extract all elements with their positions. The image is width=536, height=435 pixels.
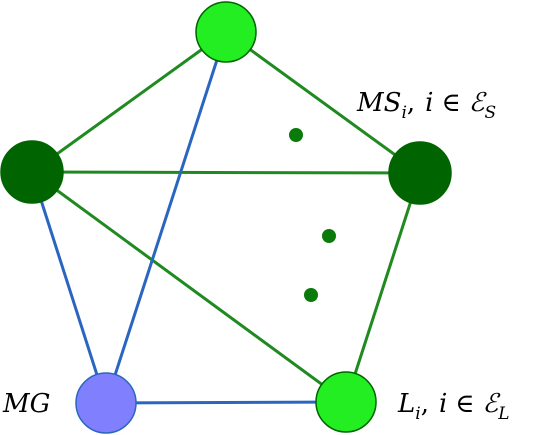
green-edges bbox=[31, 30, 422, 404]
edge-mg-left bbox=[30, 171, 108, 404]
edge-right-bottomright bbox=[344, 172, 422, 403]
dot bbox=[289, 128, 303, 142]
edge-mg-top bbox=[104, 31, 228, 404]
node-left bbox=[0, 140, 64, 204]
node-mg bbox=[75, 372, 137, 434]
label-ms-rel: ∈ bbox=[441, 88, 460, 118]
label-l-rel: ∈ bbox=[455, 389, 474, 419]
node-right bbox=[388, 141, 452, 205]
label-ms-set-sub: S bbox=[484, 103, 496, 123]
blue-edges bbox=[30, 31, 347, 405]
edge-left-bottomright bbox=[31, 170, 347, 404]
node-l bbox=[315, 371, 377, 433]
label-l-main: L bbox=[397, 389, 415, 419]
label-ms: MSi,i∈ℰS bbox=[356, 88, 496, 123]
node-top bbox=[195, 1, 257, 63]
label-l-set-sub: L bbox=[497, 404, 509, 424]
edge-top-right bbox=[225, 30, 421, 175]
label-l-set: ℰ bbox=[483, 389, 501, 419]
dot bbox=[322, 229, 336, 243]
label-l-sep: , bbox=[421, 389, 429, 419]
label-ms-main: MS bbox=[356, 88, 401, 118]
label-ms-var: i bbox=[425, 88, 433, 118]
nodes bbox=[0, 1, 452, 434]
label-ms-sep: , bbox=[407, 88, 415, 118]
edge-top-left bbox=[31, 30, 227, 174]
label-l-sub: i bbox=[415, 404, 420, 424]
label-ms-set: ℰ bbox=[469, 88, 487, 118]
dot bbox=[304, 288, 318, 302]
label-ms-sub: i bbox=[401, 103, 406, 123]
label-l: Li,i∈ℰL bbox=[397, 389, 510, 424]
edge-left-right bbox=[31, 170, 421, 175]
label-mg: MG bbox=[2, 389, 50, 419]
edge-mg-l bbox=[105, 400, 347, 405]
ellipsis-dots bbox=[289, 128, 336, 302]
label-l-var: i bbox=[439, 389, 447, 419]
